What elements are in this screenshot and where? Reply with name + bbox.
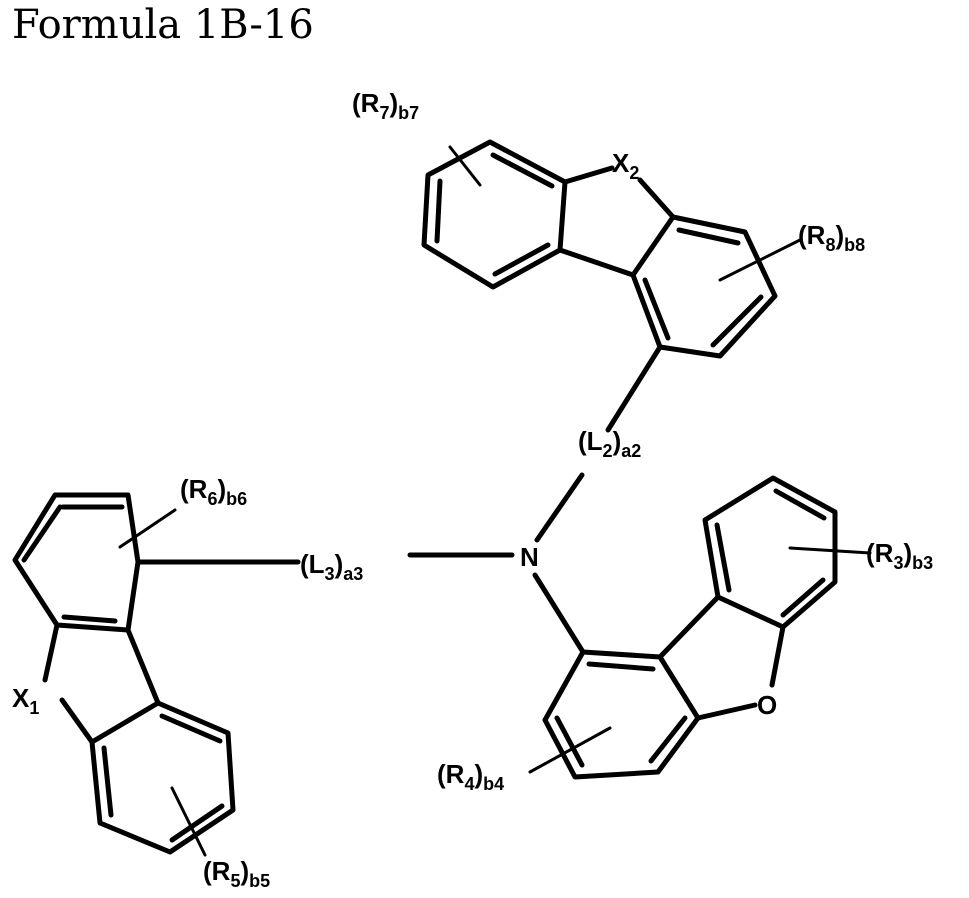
- top-left-benzene-ring: [424, 142, 565, 287]
- top-five-membered-ring: [560, 168, 673, 275]
- r6-label: (R6)b6: [180, 474, 247, 509]
- r6-substituent-bond: [120, 510, 175, 547]
- dibenzofuran-lower-benzene-ring: [545, 652, 698, 777]
- r4-label: (R4)b4: [437, 759, 504, 794]
- x1-label: X1: [12, 683, 39, 718]
- r8-substituent-bond: [720, 240, 800, 280]
- n-to-dibenzofuran-bond: [535, 575, 583, 652]
- left-upper-benzene-ring: [15, 495, 138, 630]
- r7-label: (R7)b7: [352, 88, 419, 123]
- dibenzofuran-upper-benzene-ring: [705, 478, 835, 627]
- x2-label: X2: [612, 148, 639, 183]
- oxygen-atom-label: O: [757, 690, 777, 720]
- left-lower-benzene-ring: [92, 703, 233, 852]
- ring-to-l2-bond: [608, 347, 660, 430]
- top-right-benzene-ring: [633, 217, 775, 356]
- left-five-membered-ring: [45, 625, 158, 742]
- l2-to-n-bond: [537, 475, 582, 540]
- l3-label: (L3)a3: [300, 549, 363, 584]
- r5-label: (R5)b5: [203, 856, 270, 891]
- r3-substituent-bond: [790, 548, 870, 553]
- r8-label: (R8)b8: [798, 220, 865, 255]
- nitrogen-atom-label: N: [520, 542, 539, 572]
- r3-label: (R3)b3: [866, 538, 933, 573]
